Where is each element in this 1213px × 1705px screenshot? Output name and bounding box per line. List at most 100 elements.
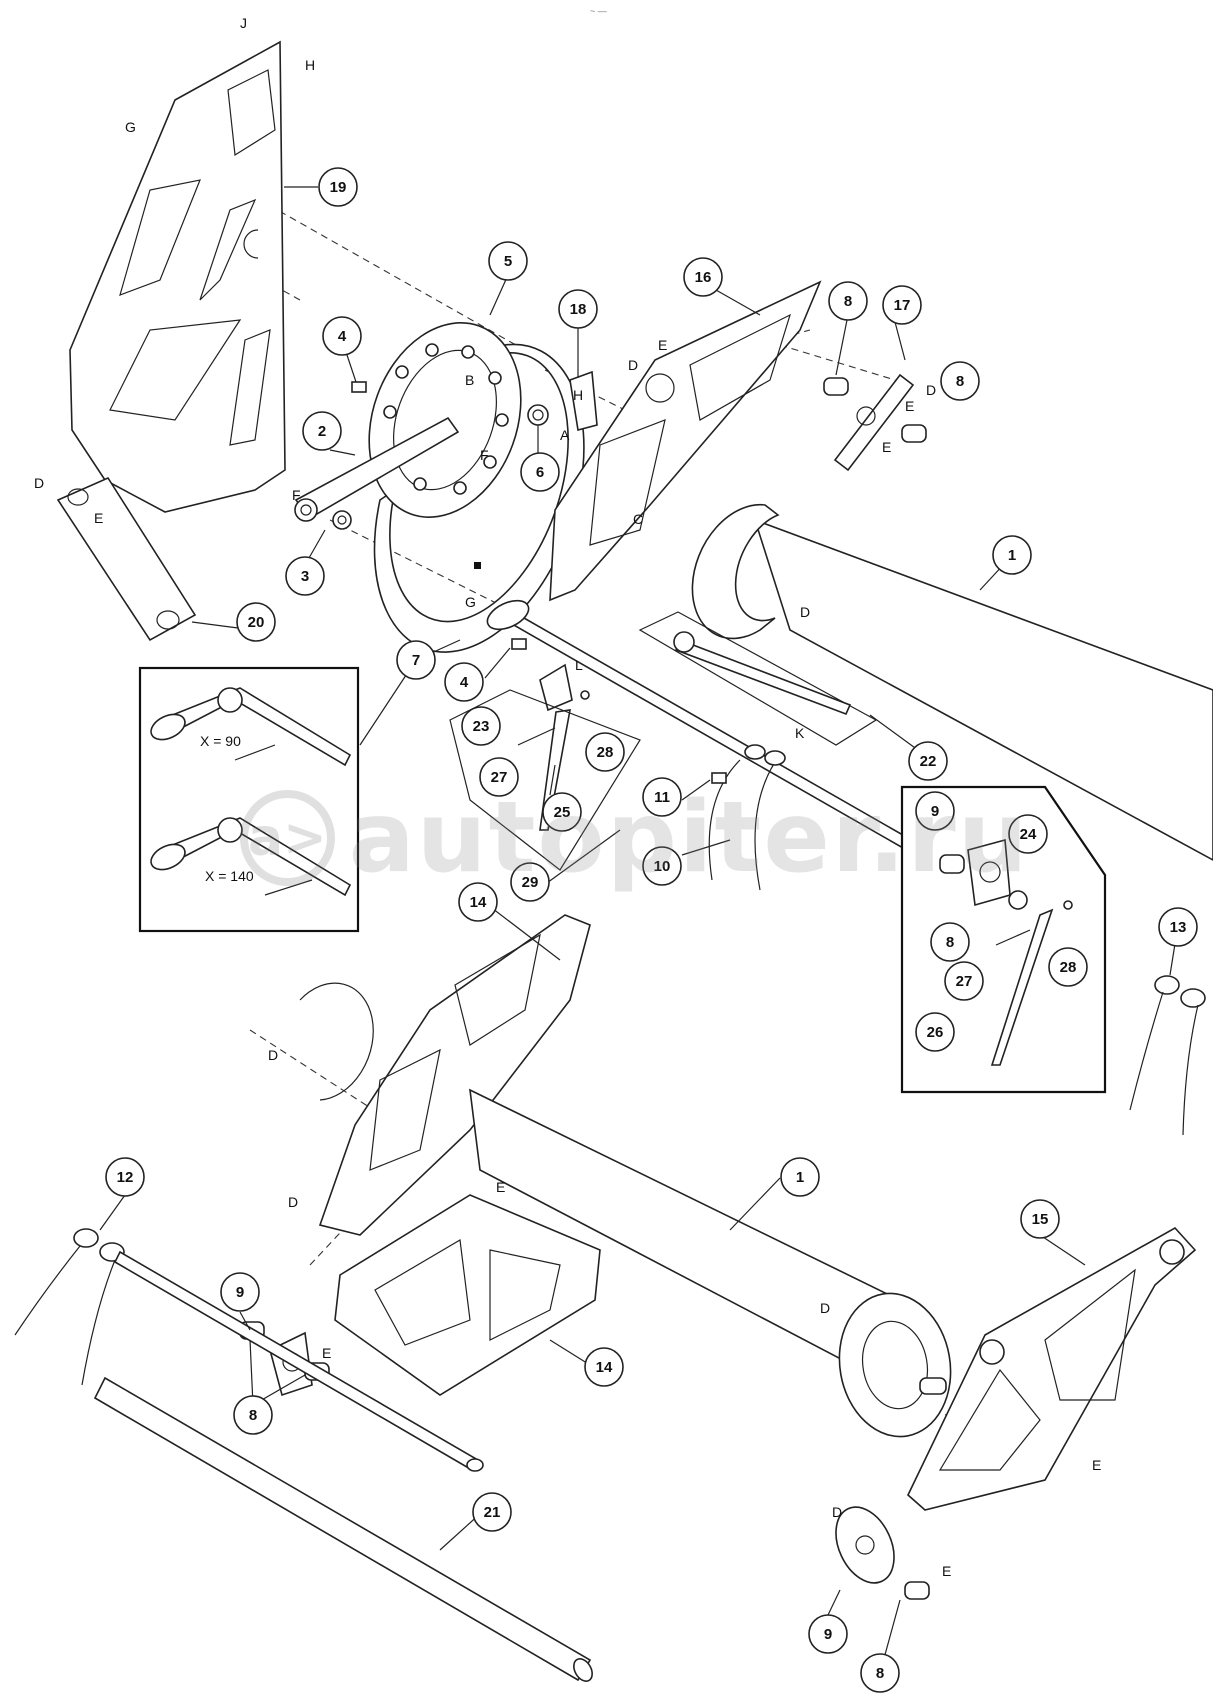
svg-text:28: 28 [597,744,614,761]
part-6-nut [527,404,549,426]
svg-text:9: 9 [236,1284,244,1301]
callout-leaders [99,186,1179,1674]
callout-9-lower-right: 9 [808,1614,848,1654]
callout-23: 23 [461,706,501,746]
callout-numbers: 19 5 16 8 17 18 4 8 2 6 3 1 20 7 4 23 28… [105,167,1198,1693]
letter-d-tube: D [800,604,810,620]
part-18-small-bracket [569,370,598,431]
letter-k: K [795,725,805,741]
callout-8-lower-right: 8 [860,1653,900,1693]
letter-j: J [240,15,247,31]
svg-text:28: 28 [1060,959,1077,976]
letter-e-right1: E [905,398,914,414]
letter-g-mid: G [465,594,476,610]
letter-e-bottom: E [942,1563,951,1579]
letter-f-left: F [292,487,301,503]
svg-text:8: 8 [844,293,852,310]
letter-e-left: E [94,510,103,526]
part-2-crank-arm [294,416,460,522]
part-13-spring-tine [1129,975,1206,1136]
detail-inset-x-dimension: X = 90 X = 140 [138,666,360,933]
callout-14-upper: 14 [458,882,498,922]
letter-e-top: E [658,337,667,353]
letter-h-top: H [305,57,315,73]
part-8-bushings-bottom [239,1321,930,1600]
part-11-bolt [711,772,727,784]
callout-8-top: 8 [828,281,868,321]
letter-c: C [633,511,643,527]
svg-text:7: 7 [412,652,420,669]
callout-27-inset: 27 [944,961,984,1001]
callout-11: 11 [642,777,682,817]
callout-15: 15 [1020,1199,1060,1239]
callout-18: 18 [558,289,598,329]
callout-16: 16 [683,257,723,297]
svg-text:17: 17 [894,297,911,314]
part-19-side-shield [69,40,286,513]
part-22-shaft-detail [638,611,878,746]
inset-dimension-140: X = 140 [205,868,254,884]
svg-text:8: 8 [876,1665,884,1682]
letter-e-mid: E [496,1179,505,1195]
letter-e-right2: E [882,439,891,455]
inset-shaft-upper [150,687,352,767]
letter-d-plate14: D [288,1194,298,1210]
callout-1-upper: 1 [992,535,1032,575]
part-23-tine-bracket [539,663,573,712]
svg-text:21: 21 [484,1504,501,1521]
part-14-reel-spider-plate-lower [334,1194,601,1396]
svg-text:10: 10 [654,858,671,875]
svg-text:20: 20 [248,614,265,631]
svg-text:8: 8 [956,373,964,390]
svg-text:1: 1 [1008,547,1016,564]
letter-d-left: D [34,475,44,491]
part-8-bushings-top [823,377,927,443]
callout-20: 20 [236,602,276,642]
letter-f-mid: F [480,447,489,463]
svg-text:15: 15 [1032,1211,1049,1228]
callout-21: 21 [472,1492,512,1532]
inset-dimension-90: X = 90 [200,733,241,749]
letter-d-right: D [926,382,936,398]
callout-24: 24 [1008,814,1048,854]
part-12-spring-tine [14,1228,125,1386]
svg-text:27: 27 [956,973,973,990]
svg-text:25: 25 [554,804,571,821]
svg-text:4: 4 [338,328,347,345]
svg-text:5: 5 [504,253,512,270]
letter-d-mid: D [268,1047,278,1063]
callout-27-mid: 27 [479,757,519,797]
svg-text:11: 11 [654,789,670,806]
callout-6: 6 [520,452,560,492]
letter-h-mid: H [573,387,583,403]
callout-3: 3 [285,556,325,596]
part-20-bracket-plate [56,476,197,642]
callout-8-inset: 8 [930,922,970,962]
part-3-bushing [332,510,352,530]
callout-7: 7 [396,640,436,680]
part-29-group-outline [449,689,641,871]
svg-text:23: 23 [473,718,490,735]
part-1-reel-tube-upper [691,503,1213,861]
letter-b: B [465,372,474,388]
callout-10: 10 [642,846,682,886]
svg-text:2: 2 [318,423,326,440]
part-1-reel-tube-lower [469,1088,952,1438]
part-17-mount-plate [833,373,915,472]
flange-bolt-holes [383,343,509,495]
callout-4-top: 4 [322,316,362,356]
part-27-pin [517,727,556,746]
callout-17: 17 [882,285,922,325]
letter-l: L [575,657,583,673]
svg-text:4: 4 [460,674,469,691]
svg-text:18: 18 [570,301,587,318]
reference-letters: J H G B H A F F E D C D E E D E G D L K … [34,15,1101,1579]
callout-25: 25 [542,792,582,832]
svg-text:8: 8 [946,934,954,951]
svg-text:9: 9 [824,1626,832,1643]
callout-28-mid: 28 [585,732,625,772]
letter-g-top: G [125,119,136,135]
callout-19: 19 [318,167,358,207]
callout-8-right: 8 [940,361,980,401]
